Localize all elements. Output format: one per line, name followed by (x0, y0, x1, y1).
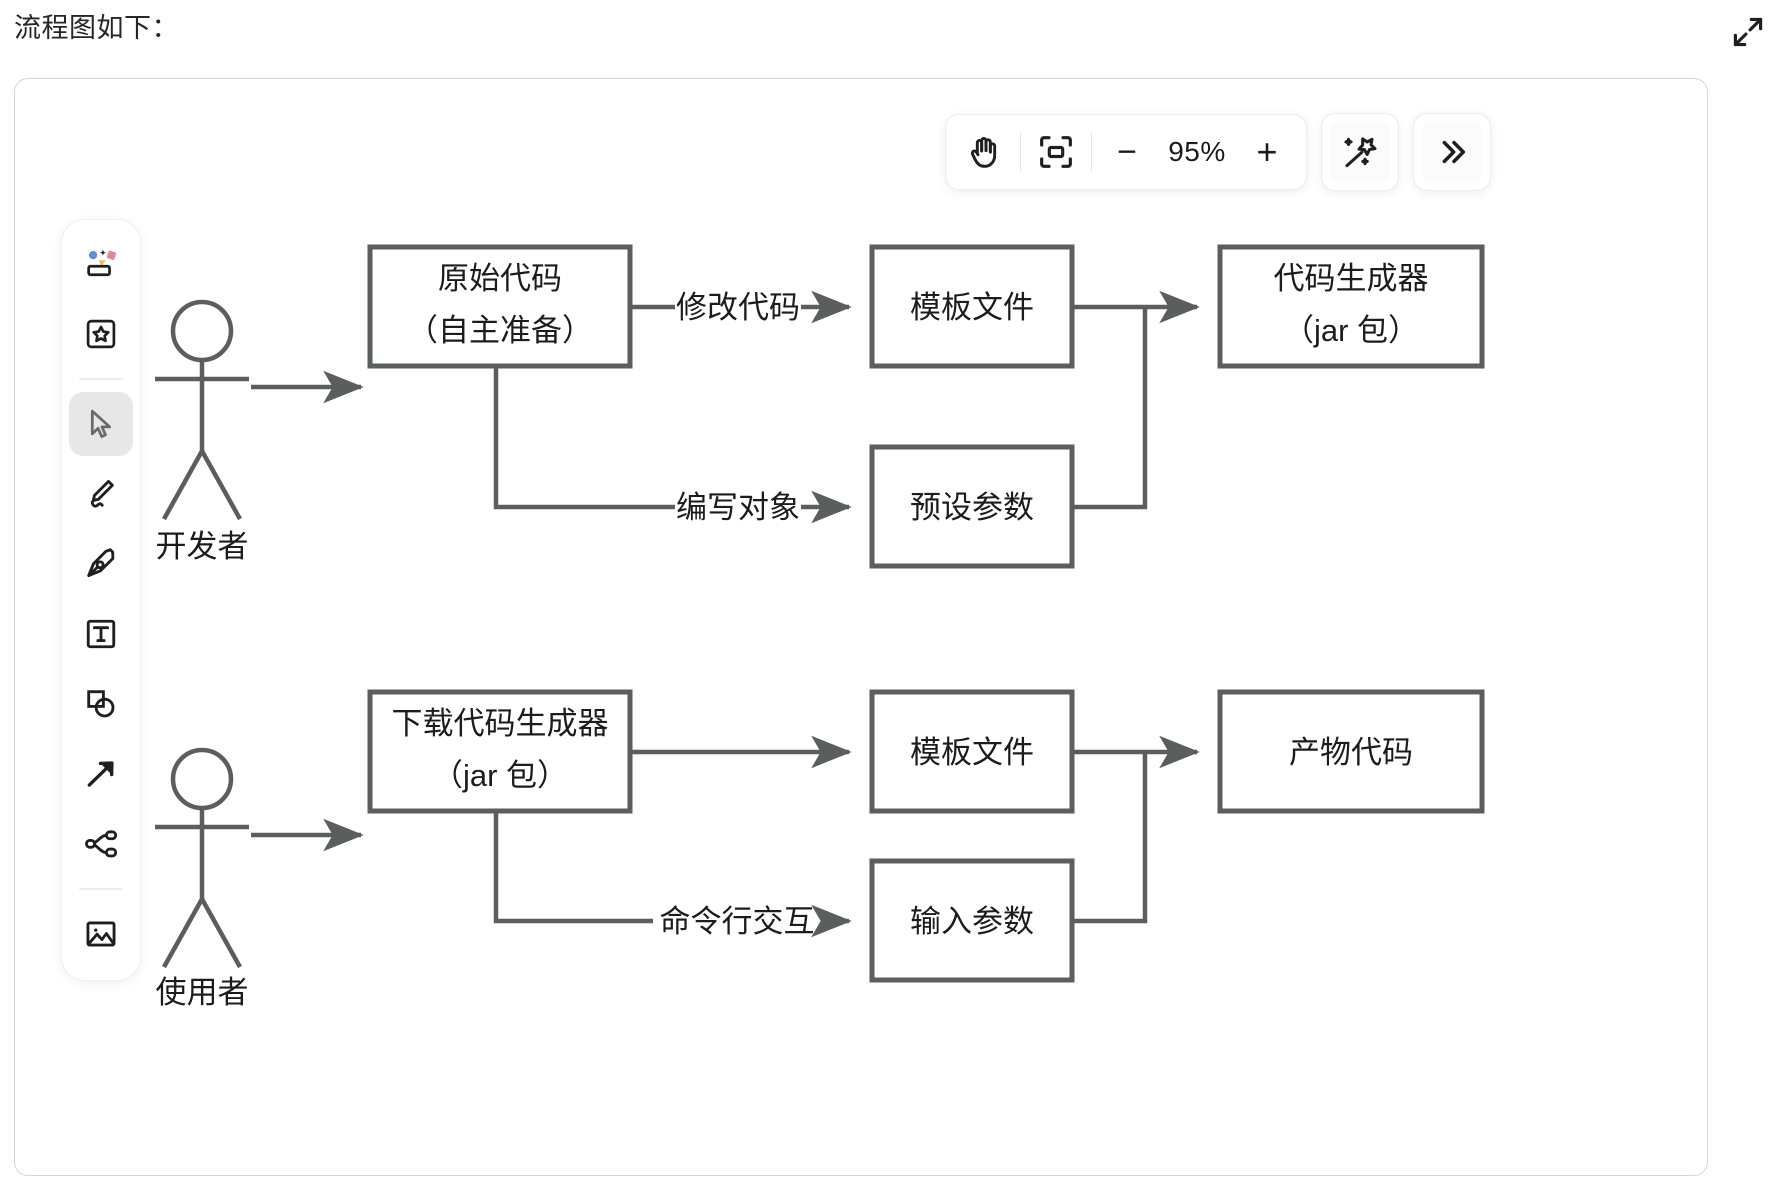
node-label-n8: 输入参数 (910, 904, 1034, 939)
zoom-out-label: − (1117, 133, 1137, 171)
hand-icon[interactable] (956, 123, 1014, 181)
node-label-n2: 模板文件 (910, 290, 1034, 325)
node-label-n1-line1: 原始代码 (438, 261, 562, 296)
expand-fullscreen-icon[interactable] (1726, 10, 1770, 54)
pen-nib-icon[interactable] (69, 532, 133, 596)
zoom-in-label: + (1256, 131, 1278, 172)
image-icon[interactable] (69, 902, 133, 966)
chevron-double-right-icon (1421, 121, 1483, 183)
edge-label-write-object: 编写对象 (676, 490, 800, 525)
favorites-star-icon[interactable] (69, 302, 133, 366)
edge-label-modify-code: 修改代码 (676, 290, 800, 325)
zoom-toolbar-group[interactable]: − 95% + (945, 114, 1307, 190)
tool-rail-divider-bottom (79, 888, 123, 890)
actor-label-developer: 开发者 (156, 529, 249, 564)
actor-user-figure (155, 747, 249, 969)
node-label-n7: 产物代码 (1289, 735, 1413, 770)
node-label-n6: 模板文件 (910, 735, 1034, 770)
tool-rail-divider-top (79, 378, 123, 380)
node-label-n3-line2: （jar 包） (1283, 313, 1419, 348)
flowchart-diagram: 开发者 使用者 原始代码 （自主准备） 模板文件 代码生成器 （jar 包） 预… (155, 244, 1485, 1010)
more-options-button[interactable] (1413, 113, 1491, 191)
edge-label-cli-interaction: 命令行交互 (660, 904, 815, 939)
node-label-n5-line1: 下载代码生成器 (392, 706, 609, 741)
node-label-n1-line2: （自主准备） (407, 313, 593, 348)
page-title: 流程图如下： (14, 13, 179, 43)
shape-tool-icon[interactable] (69, 672, 133, 736)
node-label-n3-line1: 代码生成器 (1274, 261, 1429, 296)
toolbar-divider-2 (1091, 132, 1092, 172)
connector-icon[interactable] (69, 812, 133, 876)
zoom-out-button[interactable]: − (1098, 123, 1156, 181)
tool-rail[interactable] (61, 219, 141, 981)
cursor-select-icon[interactable] (69, 392, 133, 456)
magic-wand-button[interactable] (1321, 113, 1399, 191)
fit-to-screen-icon[interactable] (1027, 123, 1085, 181)
actor-label-user: 使用者 (156, 975, 249, 1010)
node-label-n5-line2: （jar 包） (432, 758, 568, 793)
pencil-icon[interactable] (69, 462, 133, 526)
node-label-n4: 预设参数 (910, 490, 1034, 525)
arrow-icon[interactable] (69, 742, 133, 806)
text-icon[interactable] (69, 602, 133, 666)
zoom-in-button[interactable]: + (1238, 123, 1296, 181)
magic-wand-icon (1329, 121, 1391, 183)
toolbar-divider-1 (1020, 132, 1021, 172)
diagram-canvas-panel[interactable]: 开发者 使用者 原始代码 （自主准备） 模板文件 代码生成器 （jar 包） 预… (14, 78, 1708, 1176)
zoom-level-label: 95% (1168, 136, 1226, 167)
canvas-toolbar[interactable]: − 95% + (945, 113, 1491, 191)
shapes-library-icon[interactable] (69, 232, 133, 296)
actor-developer-figure (155, 299, 249, 521)
